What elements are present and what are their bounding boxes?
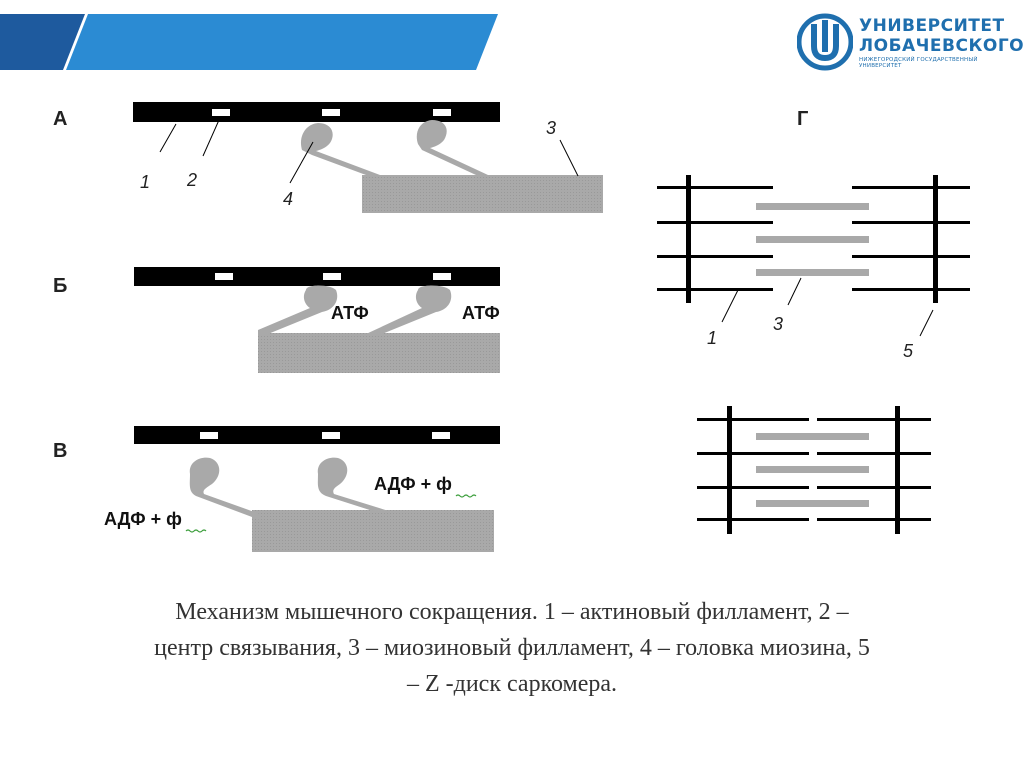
university-logo: УНИВЕРСИТЕТ ЛОБАЧЕВСКОГО Нижегородский г… <box>797 12 1024 72</box>
actin-filament <box>134 426 500 444</box>
actin-filament <box>134 267 500 286</box>
myosin-filament <box>756 269 869 276</box>
figure-caption: Механизм мышечного сокращения. 1 – актин… <box>20 594 1004 702</box>
atp-label: АТФ <box>462 303 500 323</box>
z-disc <box>727 406 732 534</box>
caption-line-1: Механизм мышечного сокращения. 1 – актин… <box>175 599 849 625</box>
panel-b: АТФ АТФ <box>134 267 500 373</box>
label-1: 1 <box>707 328 717 348</box>
panel-label-v: В <box>53 440 67 462</box>
binding-site <box>212 109 230 116</box>
adp-label: АДФ + ф <box>374 474 452 494</box>
binding-site <box>215 273 233 280</box>
binding-site <box>322 432 340 439</box>
caption-line-3: – Z -диск саркомера. <box>406 671 618 697</box>
binding-site <box>322 109 340 116</box>
panel-v: АДФ + ф АДФ + ф <box>104 426 500 552</box>
myosin-filament <box>258 333 500 373</box>
logo-line-3: Нижегородский государственный университе… <box>859 57 978 69</box>
myosin-head <box>416 120 488 175</box>
binding-site <box>323 273 341 280</box>
binding-site <box>433 109 451 116</box>
z-disc <box>895 406 900 534</box>
myosin-filament <box>756 433 869 440</box>
label-4: 4 <box>283 189 293 209</box>
binding-site <box>200 432 218 439</box>
sarcomere-relaxed: 1 3 5 <box>657 175 970 361</box>
label-3: 3 <box>773 314 783 334</box>
panel-label-b: Б <box>53 275 67 297</box>
z-disc <box>933 175 938 303</box>
sarcomere-contracted <box>697 406 931 534</box>
university-u-logo-icon <box>797 13 853 71</box>
myosin-filament <box>756 236 869 243</box>
logo-line-1: УНИВЕРСИТЕТ <box>859 16 1005 36</box>
myosin-head <box>317 457 392 512</box>
myosin-filament <box>362 175 603 213</box>
header-band <box>0 14 498 70</box>
binding-site <box>433 273 451 280</box>
myosin-head <box>258 285 338 334</box>
myosin-filament <box>756 466 869 473</box>
label-5: 5 <box>903 341 914 361</box>
myosin-filament <box>756 500 869 507</box>
label-3: 3 <box>546 118 556 138</box>
z-disc <box>686 175 691 303</box>
myosin-filament <box>252 510 494 552</box>
caption-line-2: центр связывания, 3 – миозиновый филламе… <box>154 635 870 661</box>
myosin-head <box>366 285 452 334</box>
label-2: 2 <box>186 170 197 190</box>
binding-site <box>432 432 450 439</box>
panel-label-a: А <box>53 108 67 130</box>
panel-label-g: Г <box>797 108 808 130</box>
adp-label: АДФ + ф <box>104 509 182 529</box>
label-1: 1 <box>140 172 150 192</box>
myosin-head <box>189 457 260 520</box>
actin-filament <box>133 102 500 122</box>
myosin-filament <box>756 203 869 210</box>
muscle-contraction-diagram: А 1 2 3 4 Б АТФ АТФ В <box>53 102 970 552</box>
logo-line-2: ЛОБАЧЕВСКОГО <box>859 36 1024 56</box>
atp-label: АТФ <box>331 303 369 323</box>
myosin-head <box>300 123 380 175</box>
panel-a: 1 2 3 4 <box>133 102 603 213</box>
